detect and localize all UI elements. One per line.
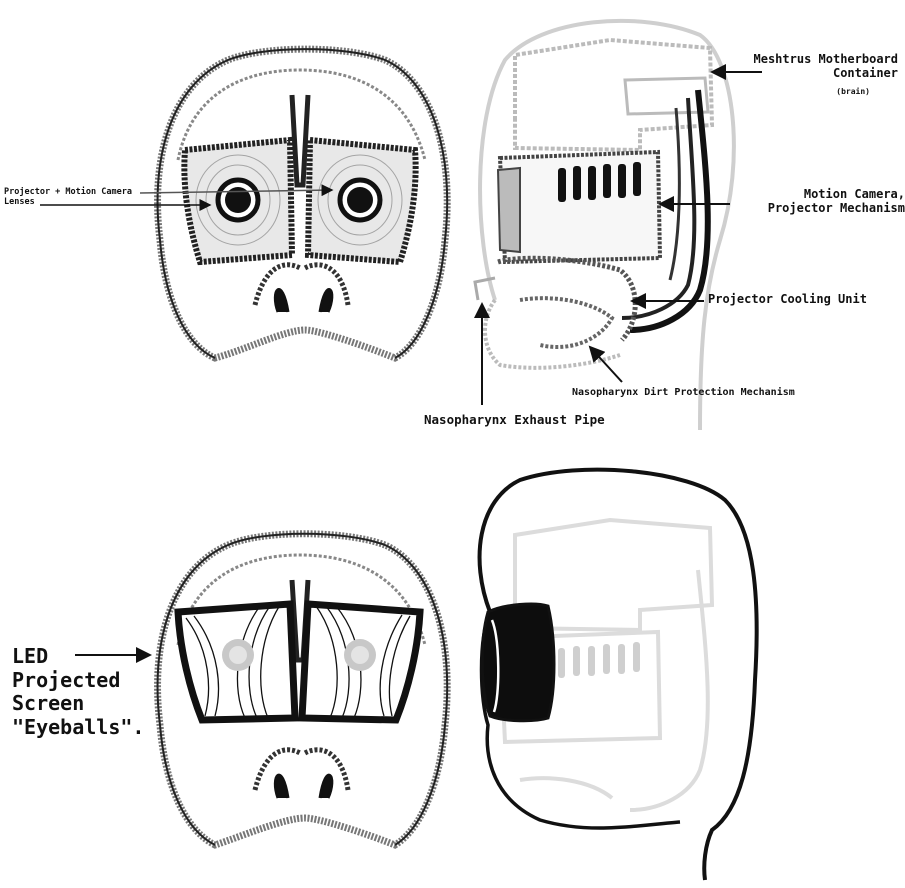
arrow-dirt: [590, 347, 622, 382]
front-head-bottom: [158, 534, 448, 845]
label-brain: (brain): [700, 87, 870, 96]
left-lens: [218, 180, 258, 220]
label-led-screen: LED Projected Screen "Eyeballs".: [12, 645, 144, 739]
label-projector-lenses: Projector + Motion Camera Lenses: [4, 188, 132, 208]
label-exhaust-pipe: Nasopharynx Exhaust Pipe: [424, 413, 605, 427]
label-dirt-protection: Nasopharynx Dirt Protection Mechanism: [572, 387, 795, 399]
side-head-cutaway: [475, 21, 734, 430]
side-head-silhouette: [480, 470, 757, 880]
motherboard-container: [515, 40, 712, 150]
label-motion-camera: Motion Camera, Projector Mechanism: [690, 188, 905, 216]
right-lens: [340, 180, 380, 220]
front-head-top: [158, 49, 448, 358]
label-cooling-unit: Projector Cooling Unit: [708, 293, 867, 307]
label-motherboard-container: Meshtrus Motherboard Container: [700, 53, 898, 81]
